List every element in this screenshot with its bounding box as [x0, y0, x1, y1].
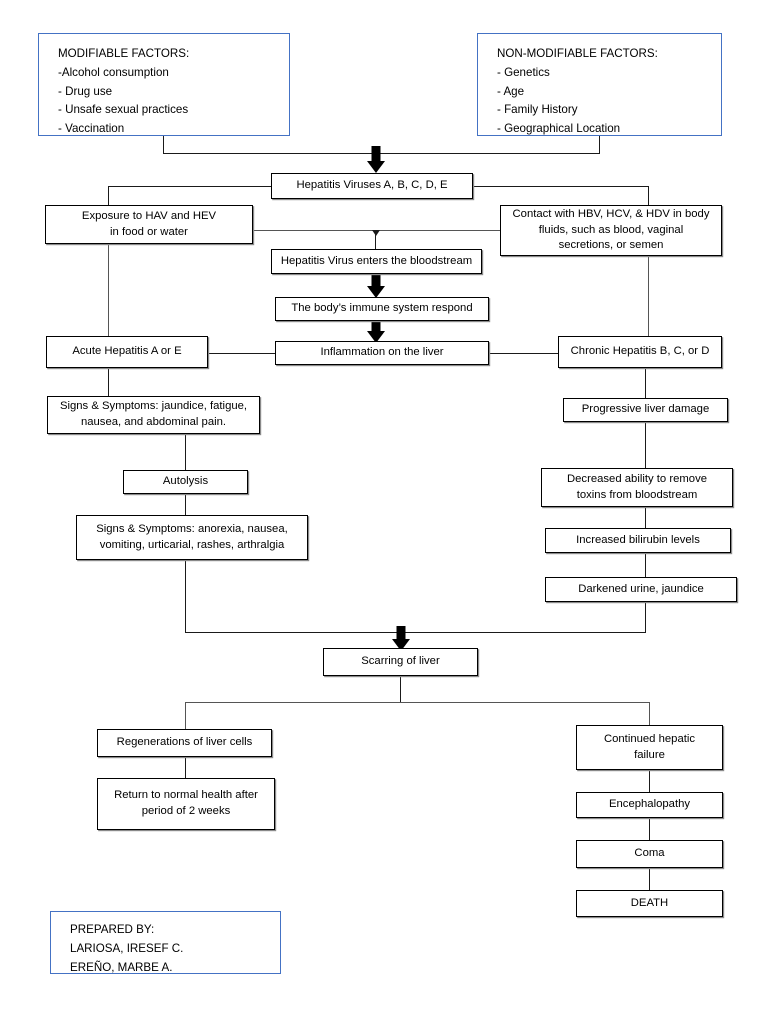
connector-scarring-merge-bus — [185, 632, 646, 634]
connector-contact-to-bloodstream — [375, 230, 500, 232]
non-modifiable-factor-item: - Geographical Location — [497, 122, 621, 136]
connector-bloodstream-stem — [375, 230, 377, 249]
node-decreased-ability: Decreased ability to remove toxins from … — [541, 468, 733, 507]
connector-factors-bus — [163, 153, 600, 155]
connector-split-to-regeneration — [185, 702, 187, 729]
node-continued-hepatic-failure: Continued hepatic failure — [576, 725, 723, 770]
node-progressive-liver-damage: Progressive liver damage — [563, 398, 728, 422]
node-label: Scarring of liver — [361, 655, 440, 668]
connector-toxin-branch-down — [645, 602, 647, 633]
modifiable-factor-item: - Unsafe sexual practices — [58, 103, 189, 117]
non-modifiable-factor-item: - Genetics — [497, 65, 550, 79]
node-virus-enters-bloodstream: Hepatitis Virus enters the bloodstream — [271, 249, 482, 274]
connector-viruses-left-down — [108, 186, 110, 205]
connector-acute-to-symptoms — [108, 368, 110, 396]
connector-coma-to-death — [649, 868, 651, 890]
node-label: Decreased ability to remove toxins from … — [566, 472, 708, 501]
node-death: DEATH — [576, 890, 723, 917]
node-chronic-hepatitis: Chronic Hepatitis B, C, or D — [558, 336, 722, 368]
node-contact-hbv-hcv-hdv: Contact with HBV, HCV, & HDV in body flu… — [500, 205, 722, 256]
prepared-by-box: PREPARED BY: LARIOSA, IRESEF C. EREÑO, M… — [50, 911, 281, 974]
node-label: Chronic Hepatitis B, C, or D — [570, 345, 710, 358]
node-label: Coma — [634, 847, 665, 860]
connector-bilirubin-to-urine — [645, 553, 647, 577]
node-label: Regenerations of liver cells — [116, 736, 253, 749]
node-acute-hepatitis: Acute Hepatitis A or E — [46, 336, 208, 368]
node-label: Progressive liver damage — [581, 403, 710, 416]
node-regeneration-liver-cells: Regenerations of liver cells — [97, 729, 272, 757]
node-label: Exposure to HAV and HEV in food or water — [81, 209, 217, 238]
prepared-by-name: LARIOSA, IRESEF C. — [70, 941, 184, 955]
non-modifiable-factor-item: - Age — [497, 84, 525, 98]
node-label: Signs & Symptoms: anorexia, nausea, vomi… — [96, 522, 288, 551]
node-autolysis: Autolysis — [123, 470, 248, 494]
node-encephalopathy: Encephalopathy — [576, 792, 723, 818]
node-label: Signs & Symptoms: jaundice, fatigue, nau… — [59, 400, 248, 428]
connector-autolysis-branch-down — [185, 560, 187, 633]
node-label: Continued hepatic failure — [603, 732, 696, 761]
non-modifiable-factors-heading: NON-MODIFIABLE FACTORS: — [497, 47, 658, 60]
connector-viruses-left — [108, 186, 272, 188]
node-darkened-urine: Darkened urine, jaundice — [545, 577, 737, 602]
connector-failure-to-encephalopathy — [649, 770, 651, 792]
modifiable-factor-item: -Alcohol consumption — [58, 65, 169, 79]
connector-acute-inflammation — [208, 353, 275, 355]
connector-scarring-split-bus — [185, 702, 650, 704]
connector-decreased-to-bilirubin — [645, 507, 647, 528]
connector-split-to-hepatic-failure — [649, 702, 651, 725]
connector-autolysis-to-symptoms — [185, 494, 187, 515]
node-autolysis-signs-symptoms: Signs & Symptoms: anorexia, nausea, vomi… — [76, 515, 308, 560]
node-acute-signs-symptoms: Signs & Symptoms: jaundice, fatigue, nau… — [47, 396, 260, 434]
node-label: Increased bilirubin levels — [576, 533, 700, 546]
connector-inflammation-chronic — [489, 353, 558, 355]
connector-scarring-stem — [400, 676, 402, 703]
node-label: Contact with HBV, HCV, & HDV in body flu… — [512, 208, 710, 252]
block-arrow-to-inflammation — [366, 321, 385, 343]
connector-exposure-to-bloodstream — [253, 230, 375, 232]
node-label: Autolysis — [162, 475, 209, 488]
modifiable-factors-box: MODIFIABLE FACTORS: -Alcohol consumption… — [38, 33, 290, 136]
node-coma: Coma — [576, 840, 723, 868]
connector-contact-to-chronic — [648, 256, 650, 336]
node-return-to-normal-health: Return to normal health after period of … — [97, 778, 275, 830]
connector-symptoms-to-autolysis — [185, 434, 187, 470]
connector-chronic-to-progressive — [645, 368, 647, 398]
connector-encephalopathy-to-coma — [649, 818, 651, 840]
node-scarring-of-liver: Scarring of liver — [323, 648, 478, 676]
prepared-by-name: EREÑO, MARBE A. — [70, 960, 173, 974]
arrowhead-to-bloodstream — [371, 230, 380, 236]
modifiable-factor-item: - Vaccination — [58, 122, 125, 136]
prepared-by-heading: PREPARED BY: — [70, 923, 155, 936]
node-hepatitis-viruses: Hepatitis Viruses A, B, C, D, E — [271, 173, 473, 199]
node-label: Encephalopathy — [608, 798, 691, 811]
modifiable-factors-heading: MODIFIABLE FACTORS: — [58, 47, 190, 60]
node-label: Return to normal health after period of … — [114, 789, 258, 817]
node-exposure-hav-hev: Exposure to HAV and HEV in food or water — [45, 205, 253, 244]
block-arrow-to-immune — [366, 274, 385, 298]
connector-viruses-right — [473, 186, 649, 188]
connector-exposure-to-acute — [108, 244, 110, 336]
connector-progressive-to-decreased — [645, 422, 647, 468]
node-inflammation-liver: Inflammation on the liver — [275, 341, 489, 365]
connector-non-modifiable-down — [599, 136, 601, 154]
node-label: The body’s immune system respond — [291, 302, 473, 315]
node-immune-response: The body’s immune system respond — [275, 297, 489, 321]
node-label: Inflammation on the liver — [320, 346, 444, 359]
non-modifiable-factors-box: NON-MODIFIABLE FACTORS: - Genetics - Age… — [477, 33, 722, 136]
node-label: DEATH — [630, 896, 669, 909]
connector-modifiable-down — [163, 136, 165, 154]
node-label: Darkened urine, jaundice — [578, 582, 704, 595]
modifiable-factor-item: - Drug use — [58, 84, 113, 98]
connector-viruses-right-down — [648, 186, 650, 205]
non-modifiable-factor-item: - Family History — [497, 103, 578, 117]
connector-regeneration-to-return — [185, 757, 187, 778]
node-increased-bilirubin: Increased bilirubin levels — [545, 528, 731, 553]
node-label: Acute Hepatitis A or E — [72, 345, 182, 358]
block-arrow-to-viruses — [366, 146, 385, 173]
node-label: Hepatitis Viruses A, B, C, D, E — [296, 179, 448, 192]
node-label: Hepatitis Virus enters the bloodstream — [280, 254, 473, 267]
